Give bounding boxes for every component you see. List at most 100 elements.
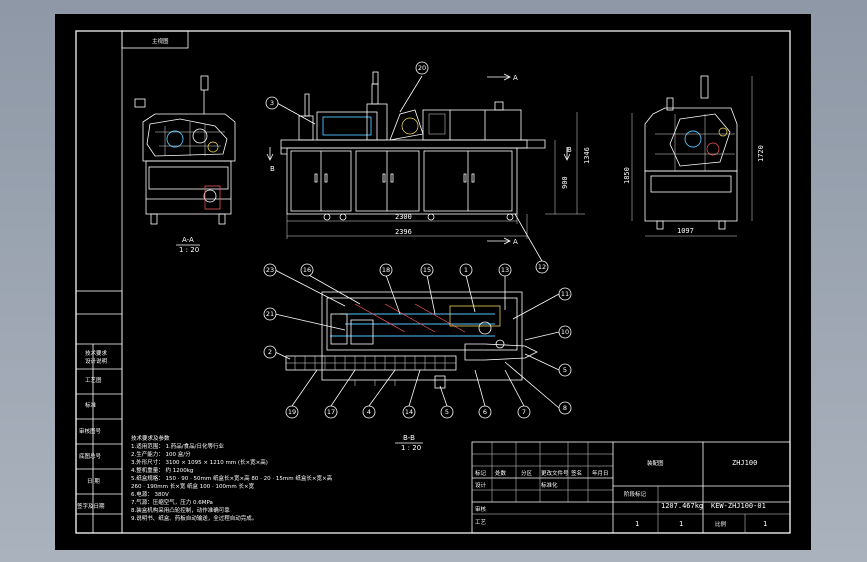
tb-drawing-number: KEW-ZHJ100-01 bbox=[711, 502, 766, 510]
left-col-5: 底图总号 bbox=[79, 452, 102, 460]
balloon-20[interactable] bbox=[415, 61, 429, 75]
left-col-4: 审核图号 bbox=[79, 427, 102, 435]
balloon-4-label: 4 bbox=[367, 408, 371, 416]
tb-stage: 阶段标记 bbox=[624, 490, 647, 498]
balloon-5b-label: 5 bbox=[445, 408, 449, 416]
balloon-3-label: 3 bbox=[270, 99, 274, 107]
tb-d1: 标准化 bbox=[541, 481, 558, 489]
dim-side-1097: 1097 bbox=[677, 227, 694, 235]
balloon-16-label: 16 bbox=[303, 266, 311, 274]
title-tab-text: 主视图 bbox=[152, 37, 169, 45]
balloon-6[interactable] bbox=[478, 405, 492, 419]
tb-sheet-b: 1 bbox=[679, 520, 683, 528]
drawing-canvas: 主视图 技术要求 设计说明 工艺图 标准 审核图号 底图总号 bbox=[75, 30, 791, 534]
tb-assembly: 装配图 bbox=[647, 459, 664, 467]
plan-balloons: 23 16 18 15 1 13 11 bbox=[263, 263, 572, 419]
tb-scale-label: 比例 bbox=[715, 520, 727, 528]
balloon-12-label: 12 bbox=[538, 263, 546, 271]
balloon-19[interactable] bbox=[285, 405, 299, 419]
balloon-14-label: 14 bbox=[405, 408, 413, 416]
balloon-15[interactable] bbox=[420, 263, 434, 277]
dim-height-1346: 1346 bbox=[583, 147, 591, 164]
left-col-3: 标准 bbox=[85, 401, 97, 409]
balloon-13-label: 13 bbox=[501, 266, 509, 274]
tb-r0: 审核 bbox=[475, 505, 487, 513]
technical-notes: 技术要求及参数 1.适用范围： 1.药品/食品/日化等行业 2.生产能力： 10… bbox=[131, 434, 333, 522]
title-block: 标记 处数 分区 更改文件号 签名 年月日 设计 标准化 审核 工艺 装配图 Z… bbox=[471, 441, 791, 534]
left-col-2: 工艺图 bbox=[85, 376, 102, 384]
left-col-1: 设计说明 bbox=[85, 357, 108, 365]
balloon-20-label: 20 bbox=[418, 64, 426, 72]
tb-r1: 工艺 bbox=[475, 519, 487, 526]
dim-front-2396: 2396 bbox=[395, 228, 412, 236]
balloon-8-label: 8 bbox=[563, 404, 567, 412]
dim-side-1850: 1850 bbox=[623, 167, 631, 184]
section-aa-scale: 1 : 20 bbox=[179, 246, 199, 254]
left-col-6: 日 期 bbox=[87, 478, 100, 485]
left-col-0: 技术要求 bbox=[85, 349, 108, 357]
balloon-2[interactable] bbox=[263, 345, 277, 359]
balloon-23[interactable] bbox=[263, 263, 277, 277]
balloon-17[interactable] bbox=[324, 405, 338, 419]
section-a-top: A bbox=[513, 74, 518, 82]
left-column: 技术要求 设计说明 工艺图 标准 审核图号 底图总号 日 期 签字及日期 bbox=[75, 290, 123, 534]
balloon-7-label: 7 bbox=[522, 408, 526, 416]
balloon-1[interactable] bbox=[459, 263, 473, 277]
balloon-5b[interactable] bbox=[440, 405, 454, 419]
section-b-right: B bbox=[567, 146, 572, 154]
balloon-21[interactable] bbox=[263, 307, 277, 321]
note-8: 7.气源：压缩空气，压力 0.6MPa bbox=[131, 498, 213, 506]
inner-border bbox=[75, 30, 791, 534]
section-b-left: B bbox=[270, 165, 275, 173]
tb-d0: 设计 bbox=[475, 481, 487, 489]
note-0: 技术要求及参数 bbox=[131, 434, 170, 442]
drawing-sheet[interactable]: 主视图 技术要求 设计说明 工艺图 标准 审核图号 底图总号 bbox=[55, 14, 811, 550]
dim-side-1720: 1720 bbox=[757, 145, 765, 162]
note-1: 1.适用范围： 1.药品/食品/日化等行业 bbox=[131, 442, 224, 450]
section-bb-label: B-B bbox=[403, 434, 415, 442]
tb-sheet-a: 1 bbox=[635, 520, 639, 528]
balloon-11[interactable] bbox=[558, 287, 572, 301]
section-aa-view[interactable]: A-A 1 : 20 bbox=[134, 75, 236, 254]
section-bb-plan-view[interactable]: B-B 1 : 20 bbox=[285, 291, 538, 452]
balloon-3[interactable] bbox=[265, 96, 279, 110]
note-6: 260 · 190mm 长×宽 纸盒 100 · 100mm 长×宽 bbox=[131, 482, 255, 490]
balloon-13[interactable] bbox=[498, 263, 512, 277]
front-elevation-view[interactable]: 2300 2396 900 1346 B B A A bbox=[265, 61, 591, 274]
tb-h5: 年月日 bbox=[592, 469, 609, 477]
balloon-12[interactable] bbox=[535, 260, 549, 274]
tb-h0: 标记 bbox=[475, 469, 487, 477]
balloon-16[interactable] bbox=[300, 263, 314, 277]
balloon-5-label: 5 bbox=[563, 366, 567, 374]
balloon-5[interactable] bbox=[558, 363, 572, 377]
tb-h4: 签名 bbox=[571, 469, 582, 477]
balloon-6-label: 6 bbox=[483, 408, 487, 416]
balloon-7[interactable] bbox=[517, 405, 531, 419]
balloon-2-label: 2 bbox=[268, 348, 272, 356]
tb-page: 1 bbox=[763, 520, 767, 528]
note-9: 8.装盒机构采用凸轮控制，动作准确可靠 bbox=[131, 506, 230, 514]
tb-drawing-name: ZHJ100 bbox=[732, 459, 757, 467]
balloon-4[interactable] bbox=[362, 405, 376, 419]
section-a-bottom: A bbox=[513, 238, 518, 246]
balloon-10-label: 10 bbox=[561, 328, 569, 336]
note-3: 3.外形尺寸： 3100 × 1095 × 1210 mm (长×宽×高) bbox=[131, 458, 268, 466]
tb-weight: 1207.467kg bbox=[661, 502, 703, 510]
balloon-1-label: 1 bbox=[464, 266, 468, 274]
balloon-10[interactable] bbox=[558, 325, 572, 339]
balloon-23-label: 23 bbox=[266, 266, 274, 274]
section-bb-scale: 1 : 20 bbox=[401, 444, 421, 452]
balloon-18-label: 18 bbox=[382, 266, 390, 274]
note-5: 5.纸盒规格： 150 · 90 · 50mm 纸盒长×宽×高 80 · 20 … bbox=[131, 474, 333, 482]
balloon-14[interactable] bbox=[402, 405, 416, 419]
balloon-19-label: 19 bbox=[288, 408, 296, 416]
balloon-8[interactable] bbox=[558, 401, 572, 415]
section-aa-label: A-A bbox=[182, 236, 194, 244]
note-7: 6.电源： 380V bbox=[131, 490, 169, 498]
tb-h2: 分区 bbox=[521, 469, 533, 477]
note-4: 4.整机重量： 约 1200kg bbox=[131, 466, 193, 474]
side-view[interactable]: 1097 1850 1720 bbox=[623, 75, 765, 237]
balloon-18[interactable] bbox=[379, 263, 393, 277]
tb-h3: 更改文件号 bbox=[541, 469, 569, 477]
